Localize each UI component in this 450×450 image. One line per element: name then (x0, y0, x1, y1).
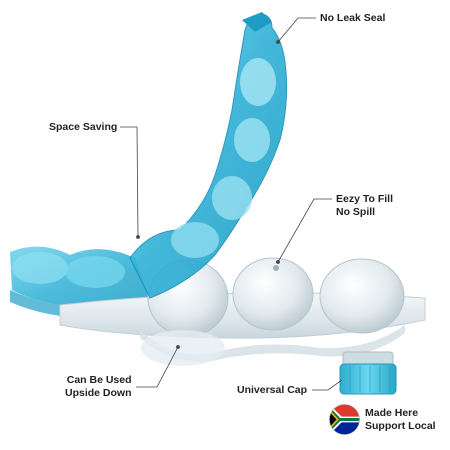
space-saving-text: Space Saving (49, 121, 118, 133)
space-saving-label: Space Saving (49, 121, 117, 134)
badge-text: Made Here Support Local (365, 407, 436, 433)
no-leak-seal-text: No Leak Seal (320, 12, 386, 24)
easy-to-fill-line2: No Spill (336, 206, 376, 218)
clear-tray (59, 257, 426, 366)
callout-lines (120, 17, 343, 391)
easy-to-fill-line1: Eezy To Fill (336, 193, 393, 205)
no-leak-seal-label: No Leak Seal (320, 12, 385, 25)
upside-down-callout-line (136, 346, 179, 388)
leak-seal-callout-line (277, 17, 316, 43)
south-africa-flag-icon (329, 404, 360, 435)
blue-tray-raised-section (129, 12, 288, 299)
badge-line2: Support Local (365, 420, 436, 432)
made-here-badge: Made Here Support Local (329, 403, 447, 437)
upside-down-line1: Can Be Used (66, 374, 132, 386)
badge-line1: Made Here (365, 407, 419, 419)
universal-cap-text: Universal Cap (237, 384, 308, 396)
universal-cap-label: Universal Cap (237, 384, 307, 397)
easy-to-fill-label: Eezy To Fill No Spill (336, 193, 393, 219)
bottle-cap (339, 351, 397, 395)
upside-down-label: Can Be Used Upside Down (65, 374, 132, 400)
upside-down-line2: Upside Down (65, 387, 132, 399)
universal-cap-callout-line (312, 379, 343, 391)
easy-fill-callout-line (277, 198, 332, 263)
space-saving-callout-line (120, 126, 139, 238)
